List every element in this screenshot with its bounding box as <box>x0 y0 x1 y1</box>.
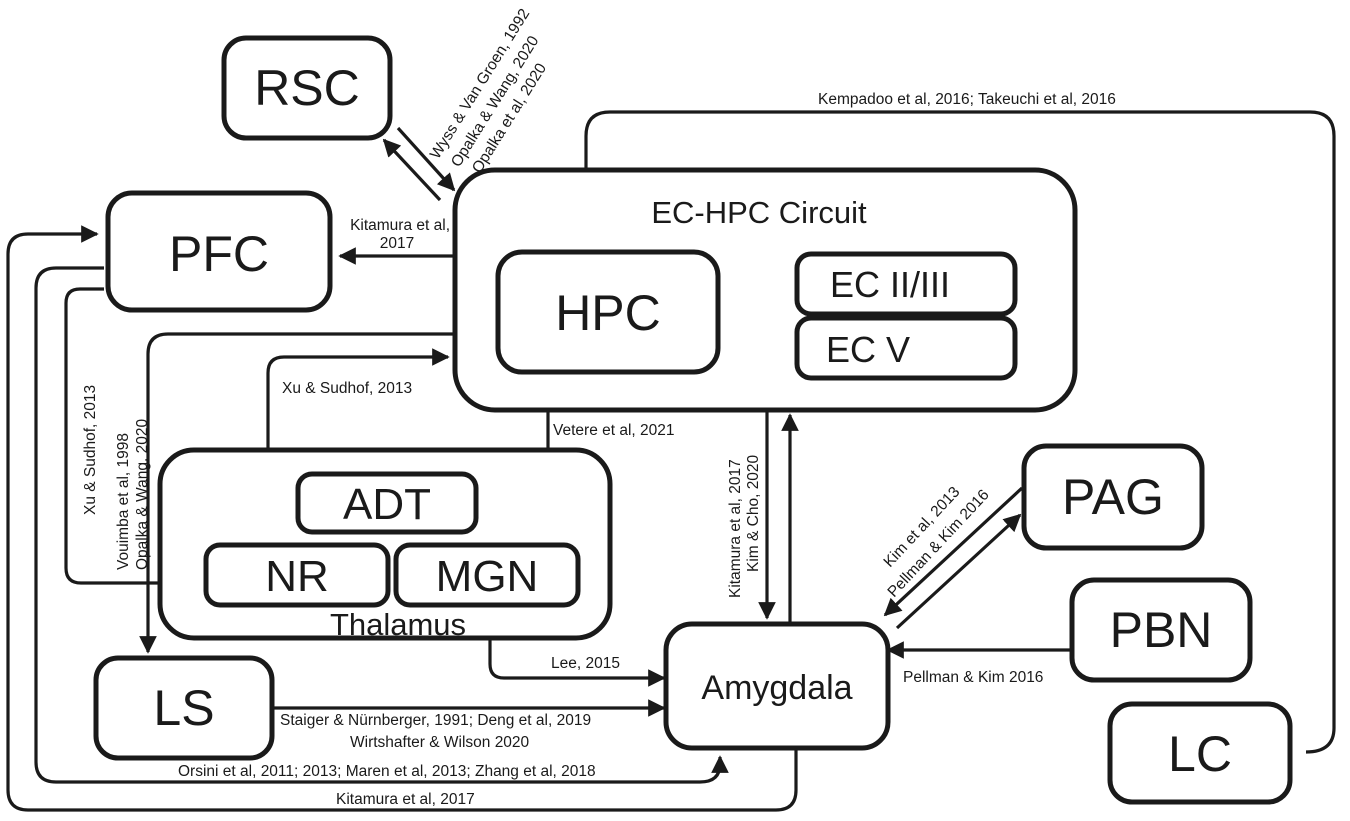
edge-nr-to-hpc <box>266 348 450 545</box>
pfc-box[interactable] <box>105 190 333 313</box>
pag-box[interactable] <box>1021 443 1205 551</box>
citation-pbn-amy: Pellman & Kim 2016 <box>903 669 1043 686</box>
amygdala-label: Amygdala <box>701 669 852 707</box>
rsc-box[interactable] <box>221 35 393 141</box>
edge-pfc-to-amygdala <box>34 266 729 784</box>
citation-nr-pfc-2: Opalka & Wang, 2020 <box>134 419 151 570</box>
ec5-box[interactable] <box>794 315 1018 381</box>
citation-nr-pfc-1: Vouimba et al, 1998 <box>115 433 132 570</box>
rsc-label: RSC <box>254 60 360 116</box>
lc-box[interactable] <box>1107 701 1293 805</box>
ec-hpc-circuit-label: EC-HPC Circuit <box>651 195 867 230</box>
citation-ls-amy-2: Wirtshafter & Wilson 2020 <box>350 734 530 751</box>
nr-box[interactable] <box>203 542 391 608</box>
ec5-label: EC V <box>826 329 910 370</box>
pbn-box[interactable] <box>1069 577 1253 683</box>
citation-amy-pfc: Kitamura et al, 2017 <box>336 791 475 808</box>
ls-label: LS <box>153 680 214 736</box>
edge-pag-to-amygdala <box>883 486 1024 617</box>
citation-nr-hpc: Xu & Sudhof, 2013 <box>282 380 412 397</box>
citation-pfc-nr: Xu & Sudhof, 2013 <box>82 385 99 515</box>
hpc-box[interactable] <box>495 249 721 375</box>
pfc-label: PFC <box>169 226 269 282</box>
pag-label: PAG <box>1062 469 1164 525</box>
edge-lc-to-hpc <box>577 110 1336 754</box>
ec23-box[interactable] <box>794 251 1018 317</box>
edge-amygdala-to-pfc <box>6 225 798 812</box>
citation-mgn-amy: Lee, 2015 <box>551 655 620 672</box>
mgn-label: MGN <box>436 552 539 601</box>
hpc-label: HPC <box>555 285 661 341</box>
thalamus-label: Thalamus <box>330 607 466 642</box>
adt-box[interactable] <box>295 471 479 535</box>
citation-lc-hpc: Kempadoo et al, 2016; Takeuchi et al, 20… <box>818 91 1116 108</box>
citation-hpc-pfc-1: Kitamura et al, <box>350 217 450 234</box>
amygdala-box[interactable] <box>663 621 891 751</box>
edge-ec-hpc-to-rsc <box>382 138 442 202</box>
nr-label: NR <box>265 552 329 601</box>
citation-ls-amy-1: Staiger & Nürnberger, 1991; Deng et al, … <box>280 712 591 729</box>
mgn-box[interactable] <box>393 542 581 608</box>
ec23-label: EC II/III <box>830 264 950 305</box>
edge-mgn-to-amygdala <box>488 606 666 687</box>
edge-rsc-to-ec-hpc <box>396 126 456 192</box>
ls-box[interactable] <box>93 655 275 761</box>
citation-hpc-amy-1: Kitamura et al, 2017 <box>727 459 744 598</box>
citation-hpc-pfc-2: 2017 <box>380 235 414 252</box>
citation-hpc-amy-2: Kim & Cho, 2020 <box>745 454 762 572</box>
edge-ec-hpc-to-ls <box>139 332 460 654</box>
edge-amygdala-to-pag <box>895 513 1022 630</box>
edge-pfc-to-nr <box>64 287 202 592</box>
pbn-label: PBN <box>1110 602 1213 658</box>
adt-label: ADT <box>343 480 431 529</box>
citation-hpc-adt: Vetere et al, 2021 <box>553 422 675 439</box>
lc-label: LC <box>1168 726 1232 782</box>
citation-pfc-amy: Orsini et al, 2011; 2013; Maren et al, 2… <box>178 763 596 780</box>
